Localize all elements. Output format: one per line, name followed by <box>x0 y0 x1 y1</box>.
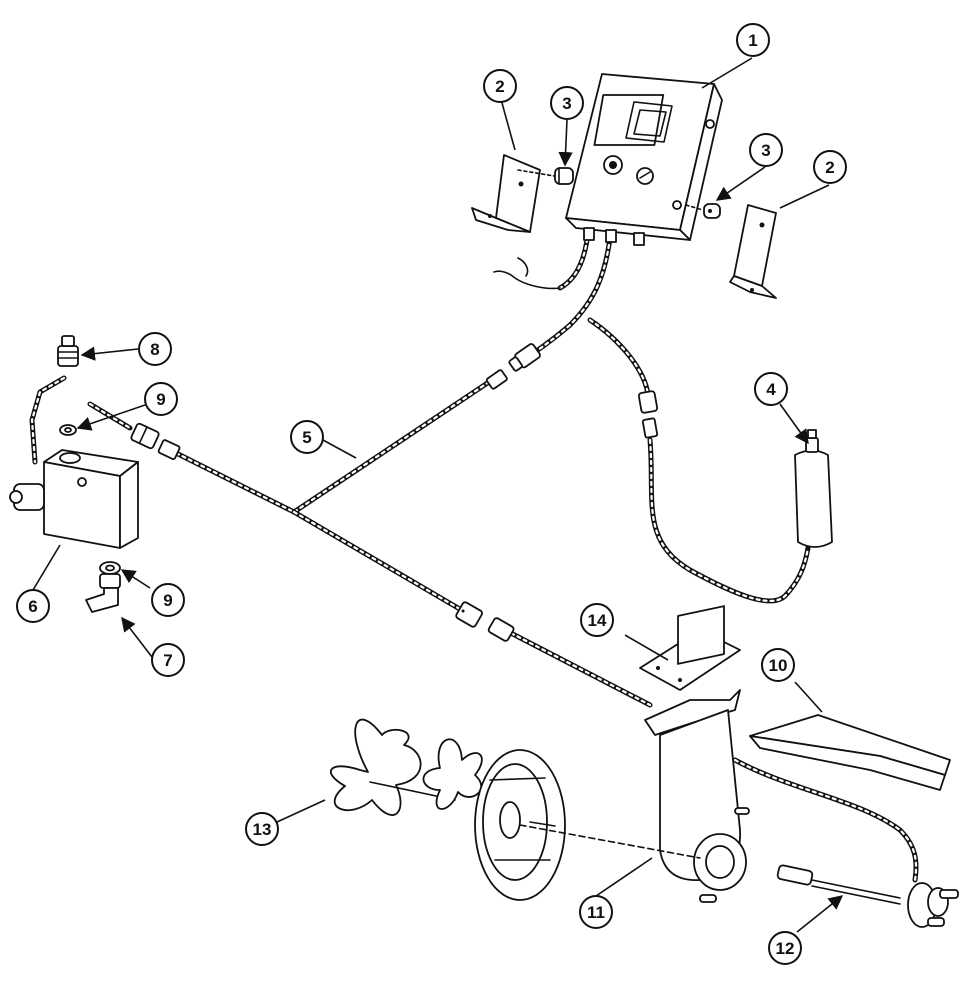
valve-fitting-top <box>57 335 79 367</box>
callout-3-label: 3 <box>562 94 571 113</box>
callout-9-label: 9 <box>163 591 172 610</box>
knob-left <box>554 167 574 185</box>
callout-9-label: 9 <box>156 390 165 409</box>
mounting-bracket-left <box>471 154 541 233</box>
callout-10-label: 10 <box>769 656 788 675</box>
callout-5-label: 5 <box>302 428 311 447</box>
trough <box>749 714 951 791</box>
fan-wheel <box>330 718 701 901</box>
valve-block <box>9 449 139 549</box>
callout-13: 13 <box>245 812 279 846</box>
callout-9-upper: 9 <box>144 382 178 416</box>
mounting-bracket-right <box>729 204 777 299</box>
callout-2-right: 2 <box>813 150 847 184</box>
callout-11: 11 <box>579 895 613 929</box>
callout-8: 8 <box>138 332 172 366</box>
callout-14-label: 14 <box>588 611 607 630</box>
callout-13-label: 13 <box>253 820 272 839</box>
callout-12-label: 12 <box>776 939 795 958</box>
leader-lines <box>32 57 844 933</box>
sensor-cylinder <box>794 429 833 548</box>
harness-connectors <box>130 343 659 642</box>
elbow-fitting <box>85 573 121 613</box>
knob-right <box>703 203 721 219</box>
callout-2-label: 2 <box>825 158 834 177</box>
callout-3-label: 3 <box>761 141 770 160</box>
speed-sensor <box>776 864 959 928</box>
callout-7-label: 7 <box>163 651 172 670</box>
callout-6: 6 <box>16 589 50 623</box>
callout-6-label: 6 <box>28 597 37 616</box>
callout-12: 12 <box>768 931 802 965</box>
o-ring-lower <box>99 561 121 575</box>
callout-4-label: 4 <box>766 380 776 399</box>
control-box <box>565 73 723 246</box>
callout-3-left: 3 <box>550 86 584 120</box>
callout-9-lower: 9 <box>151 583 185 617</box>
callout-1: 1 <box>736 23 770 57</box>
callout-3-right: 3 <box>749 133 783 167</box>
callout-10: 10 <box>761 648 795 682</box>
callout-5: 5 <box>290 420 324 454</box>
callout-8-label: 8 <box>150 340 159 359</box>
callout-2-label: 2 <box>495 77 504 96</box>
wiring-harness <box>29 229 919 883</box>
callout-4: 4 <box>754 372 788 406</box>
callout-7: 7 <box>151 643 185 677</box>
callout-1-label: 1 <box>748 31 757 50</box>
o-ring-upper <box>59 424 77 436</box>
callout-11-label: 11 <box>587 903 605 922</box>
callout-14: 14 <box>580 603 614 637</box>
hitch-arm <box>644 605 750 903</box>
callout-2-left: 2 <box>483 69 517 103</box>
